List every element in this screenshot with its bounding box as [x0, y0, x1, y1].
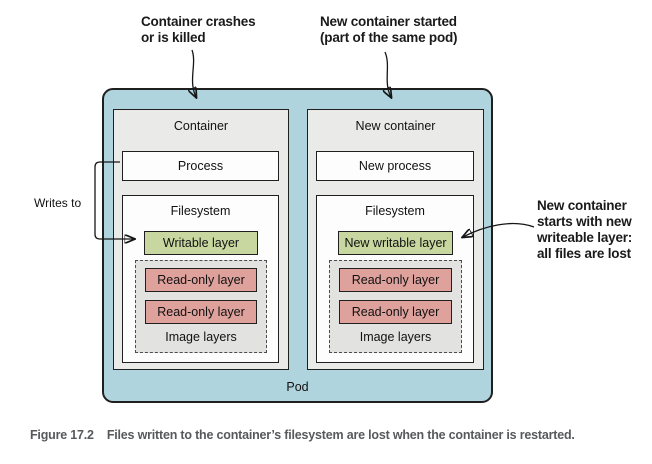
- writable-layer-label: Writable layer: [162, 236, 240, 250]
- writable-layer-box: New writable layer: [338, 231, 453, 255]
- caption-text: Files written to the container’s filesys…: [106, 428, 575, 442]
- process-label: New process: [358, 159, 432, 173]
- writable-layer-box: Writable layer: [144, 231, 258, 255]
- annotation-new-writable-layer: New container starts with new writeable …: [537, 198, 632, 262]
- annotation-line: Container crashes: [141, 14, 256, 29]
- container-title: New container: [355, 119, 436, 133]
- readonly-layer-box: Read-only layer: [339, 300, 452, 324]
- readonly-layer-label: Read-only layer: [351, 305, 440, 319]
- filesystem-title: Filesystem: [170, 204, 231, 218]
- readonly-layer-label: Read-only layer: [157, 273, 245, 287]
- image-layers-label: Image layers: [359, 330, 432, 344]
- readonly-layer-box: Read-only layer: [339, 268, 452, 292]
- pod-label: Pod: [286, 380, 309, 394]
- image-layers-box: Read-only layer Read-only layer Image la…: [135, 260, 267, 353]
- filesystem-box: Filesystem New writable layer Read-only …: [316, 195, 474, 363]
- readonly-layer-box: Read-only layer: [145, 300, 257, 324]
- writable-layer-label: New writable layer: [344, 236, 447, 250]
- annotation-line: New container: [537, 198, 627, 213]
- figure-caption: Figure 17.2 Files written to the containe…: [30, 428, 575, 442]
- annotation-line: all files are lost: [537, 246, 631, 261]
- annotation-container-crashes: Container crashes or is killed: [141, 14, 256, 46]
- image-layers-box: Read-only layer Read-only layer Image la…: [329, 260, 462, 353]
- annotation-line: starts with new: [537, 214, 632, 229]
- annotation-line: or is killed: [141, 30, 206, 45]
- writes-to-label: Writes to: [34, 196, 82, 210]
- annotation-line: New container started: [320, 14, 457, 29]
- container-box-old: Container Process Filesystem Writable la…: [113, 109, 289, 370]
- image-layers-label: Image layers: [165, 330, 237, 344]
- process-label: Process: [177, 159, 224, 173]
- annotation-new-container-started: New container started (part of the same …: [320, 14, 458, 46]
- readonly-layer-label: Read-only layer: [351, 273, 440, 287]
- filesystem-title: Filesystem: [365, 204, 425, 218]
- readonly-layer-label: Read-only layer: [157, 305, 245, 319]
- filesystem-box: Filesystem Writable layer Read-only laye…: [122, 195, 279, 363]
- container-box-new: New container New process Filesystem New…: [307, 109, 484, 370]
- figure-number: Figure 17.2: [30, 428, 94, 442]
- annotation-line: writeable layer:: [537, 230, 633, 245]
- process-box: New process: [316, 151, 474, 181]
- annotation-line: (part of the same pod): [320, 30, 458, 45]
- container-title: Container: [173, 119, 229, 133]
- process-box: Process: [122, 151, 279, 181]
- readonly-layer-box: Read-only layer: [145, 268, 257, 292]
- pod-box: Pod Container Process Filesystem Writabl…: [102, 88, 493, 403]
